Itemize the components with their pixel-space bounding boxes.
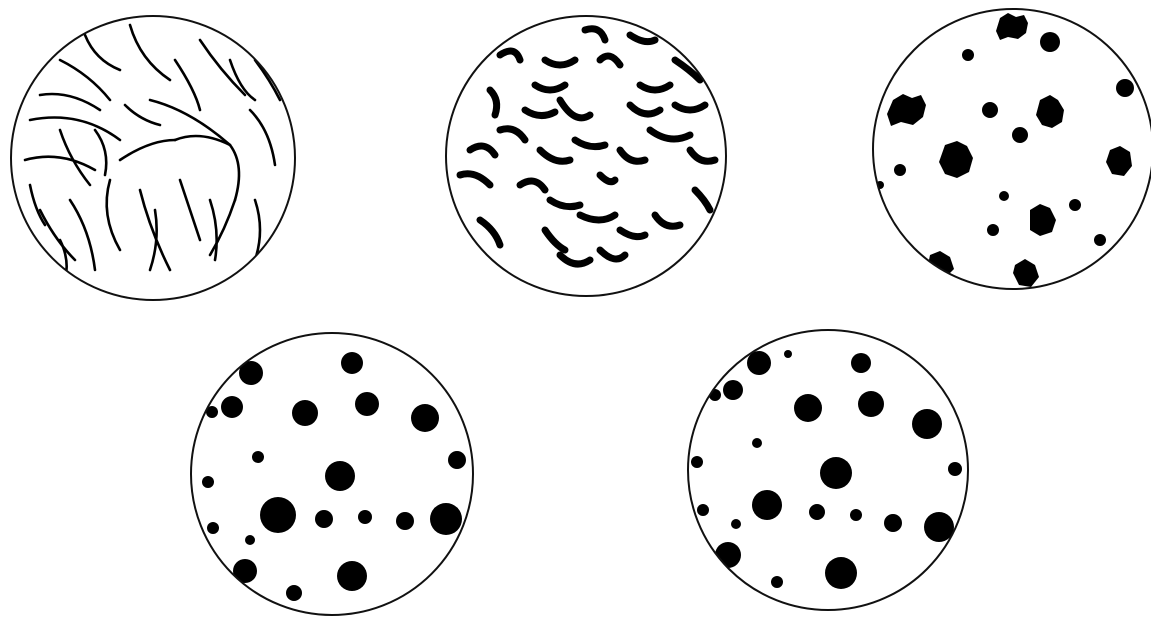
- panel-2-outline: [446, 16, 726, 296]
- panel-fine-lines: [11, 16, 295, 300]
- rosette-particles: [876, 13, 1134, 287]
- worm-particles: [460, 29, 715, 264]
- line-network: [25, 25, 280, 280]
- spherical-particles: [691, 350, 962, 589]
- panel-lobed-particles: [191, 333, 473, 615]
- panel-spherical-particles: [688, 330, 968, 610]
- lobed-particles: [202, 352, 466, 601]
- panel-3-outline: [873, 9, 1151, 289]
- panel-worm-like-particles: [446, 16, 726, 296]
- panel-rosette-particles: [873, 9, 1151, 289]
